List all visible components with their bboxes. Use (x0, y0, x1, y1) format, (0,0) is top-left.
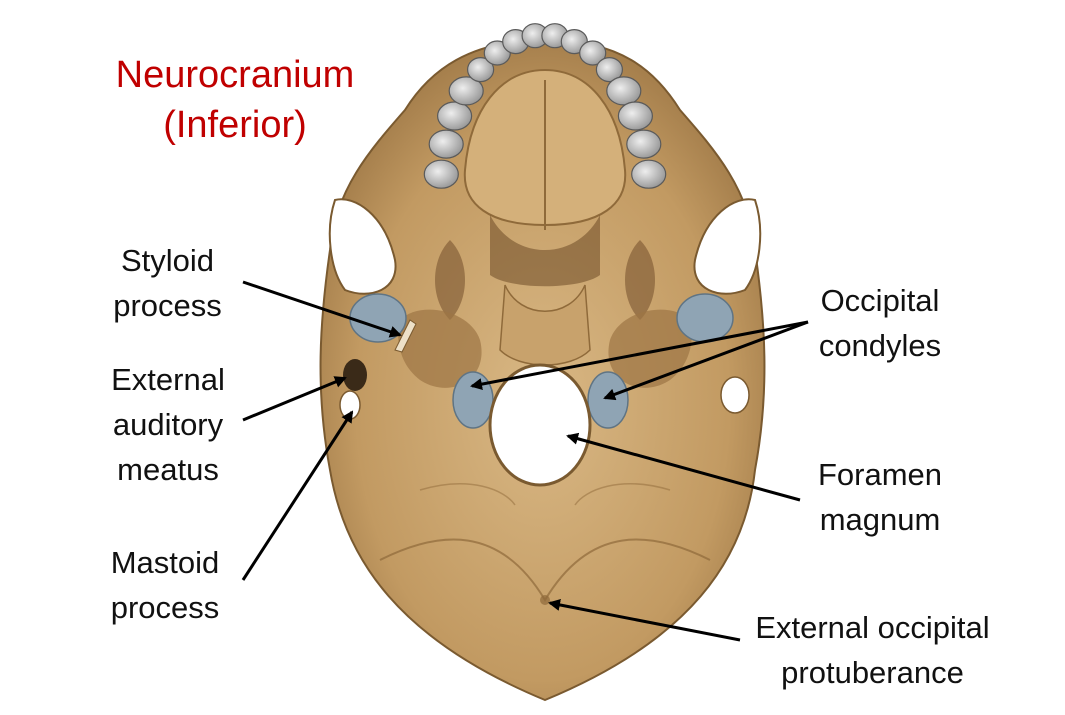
title-line-1: Neurocranium (115, 54, 355, 96)
arrow-styloid (242, 280, 402, 338)
label-external-occipital-protuberance: External occipital protuberance (755, 610, 990, 690)
arrow-occipital-condyle-left (470, 320, 809, 391)
arrow-mastoid (241, 410, 354, 581)
label-external-auditory-meatus: External auditory meatus (111, 362, 225, 487)
label-mastoid-process: Mastoid process (110, 545, 220, 625)
label-occipital-condyles: Occipital condyles (818, 283, 942, 363)
zygomatic-fossa-left (328, 198, 397, 295)
occipital-condyle-left (452, 371, 494, 429)
tooth (631, 159, 667, 189)
upper-teeth (423, 23, 667, 189)
tooth (626, 129, 662, 159)
tooth (428, 129, 464, 159)
tooth (606, 76, 642, 106)
arrow-external-occipital (548, 599, 741, 642)
title-line-2: (Inferior) (163, 104, 307, 146)
foramen-magnum-shape (488, 363, 592, 487)
occipital-condyle-right (587, 371, 629, 429)
tooth (437, 101, 473, 131)
tooth (595, 56, 624, 83)
styloid-process-shape (394, 319, 417, 353)
arrow-external-auditory (242, 376, 347, 422)
arrow-foramen-magnum (566, 432, 801, 502)
diagram-title: Neurocranium (Inferior) (85, 50, 385, 150)
zygomatic-fossa-right (693, 198, 762, 295)
label-styloid-process: Styloid process (113, 243, 222, 323)
tooth (423, 159, 459, 189)
arrow-occipital-condyle-right (603, 320, 809, 401)
tooth (448, 76, 484, 106)
label-foramen-magnum: Foramen magnum (817, 457, 943, 537)
tooth (467, 56, 495, 83)
tooth (579, 40, 607, 66)
tooth (617, 101, 654, 131)
mandibular-fossa-right (676, 293, 734, 343)
